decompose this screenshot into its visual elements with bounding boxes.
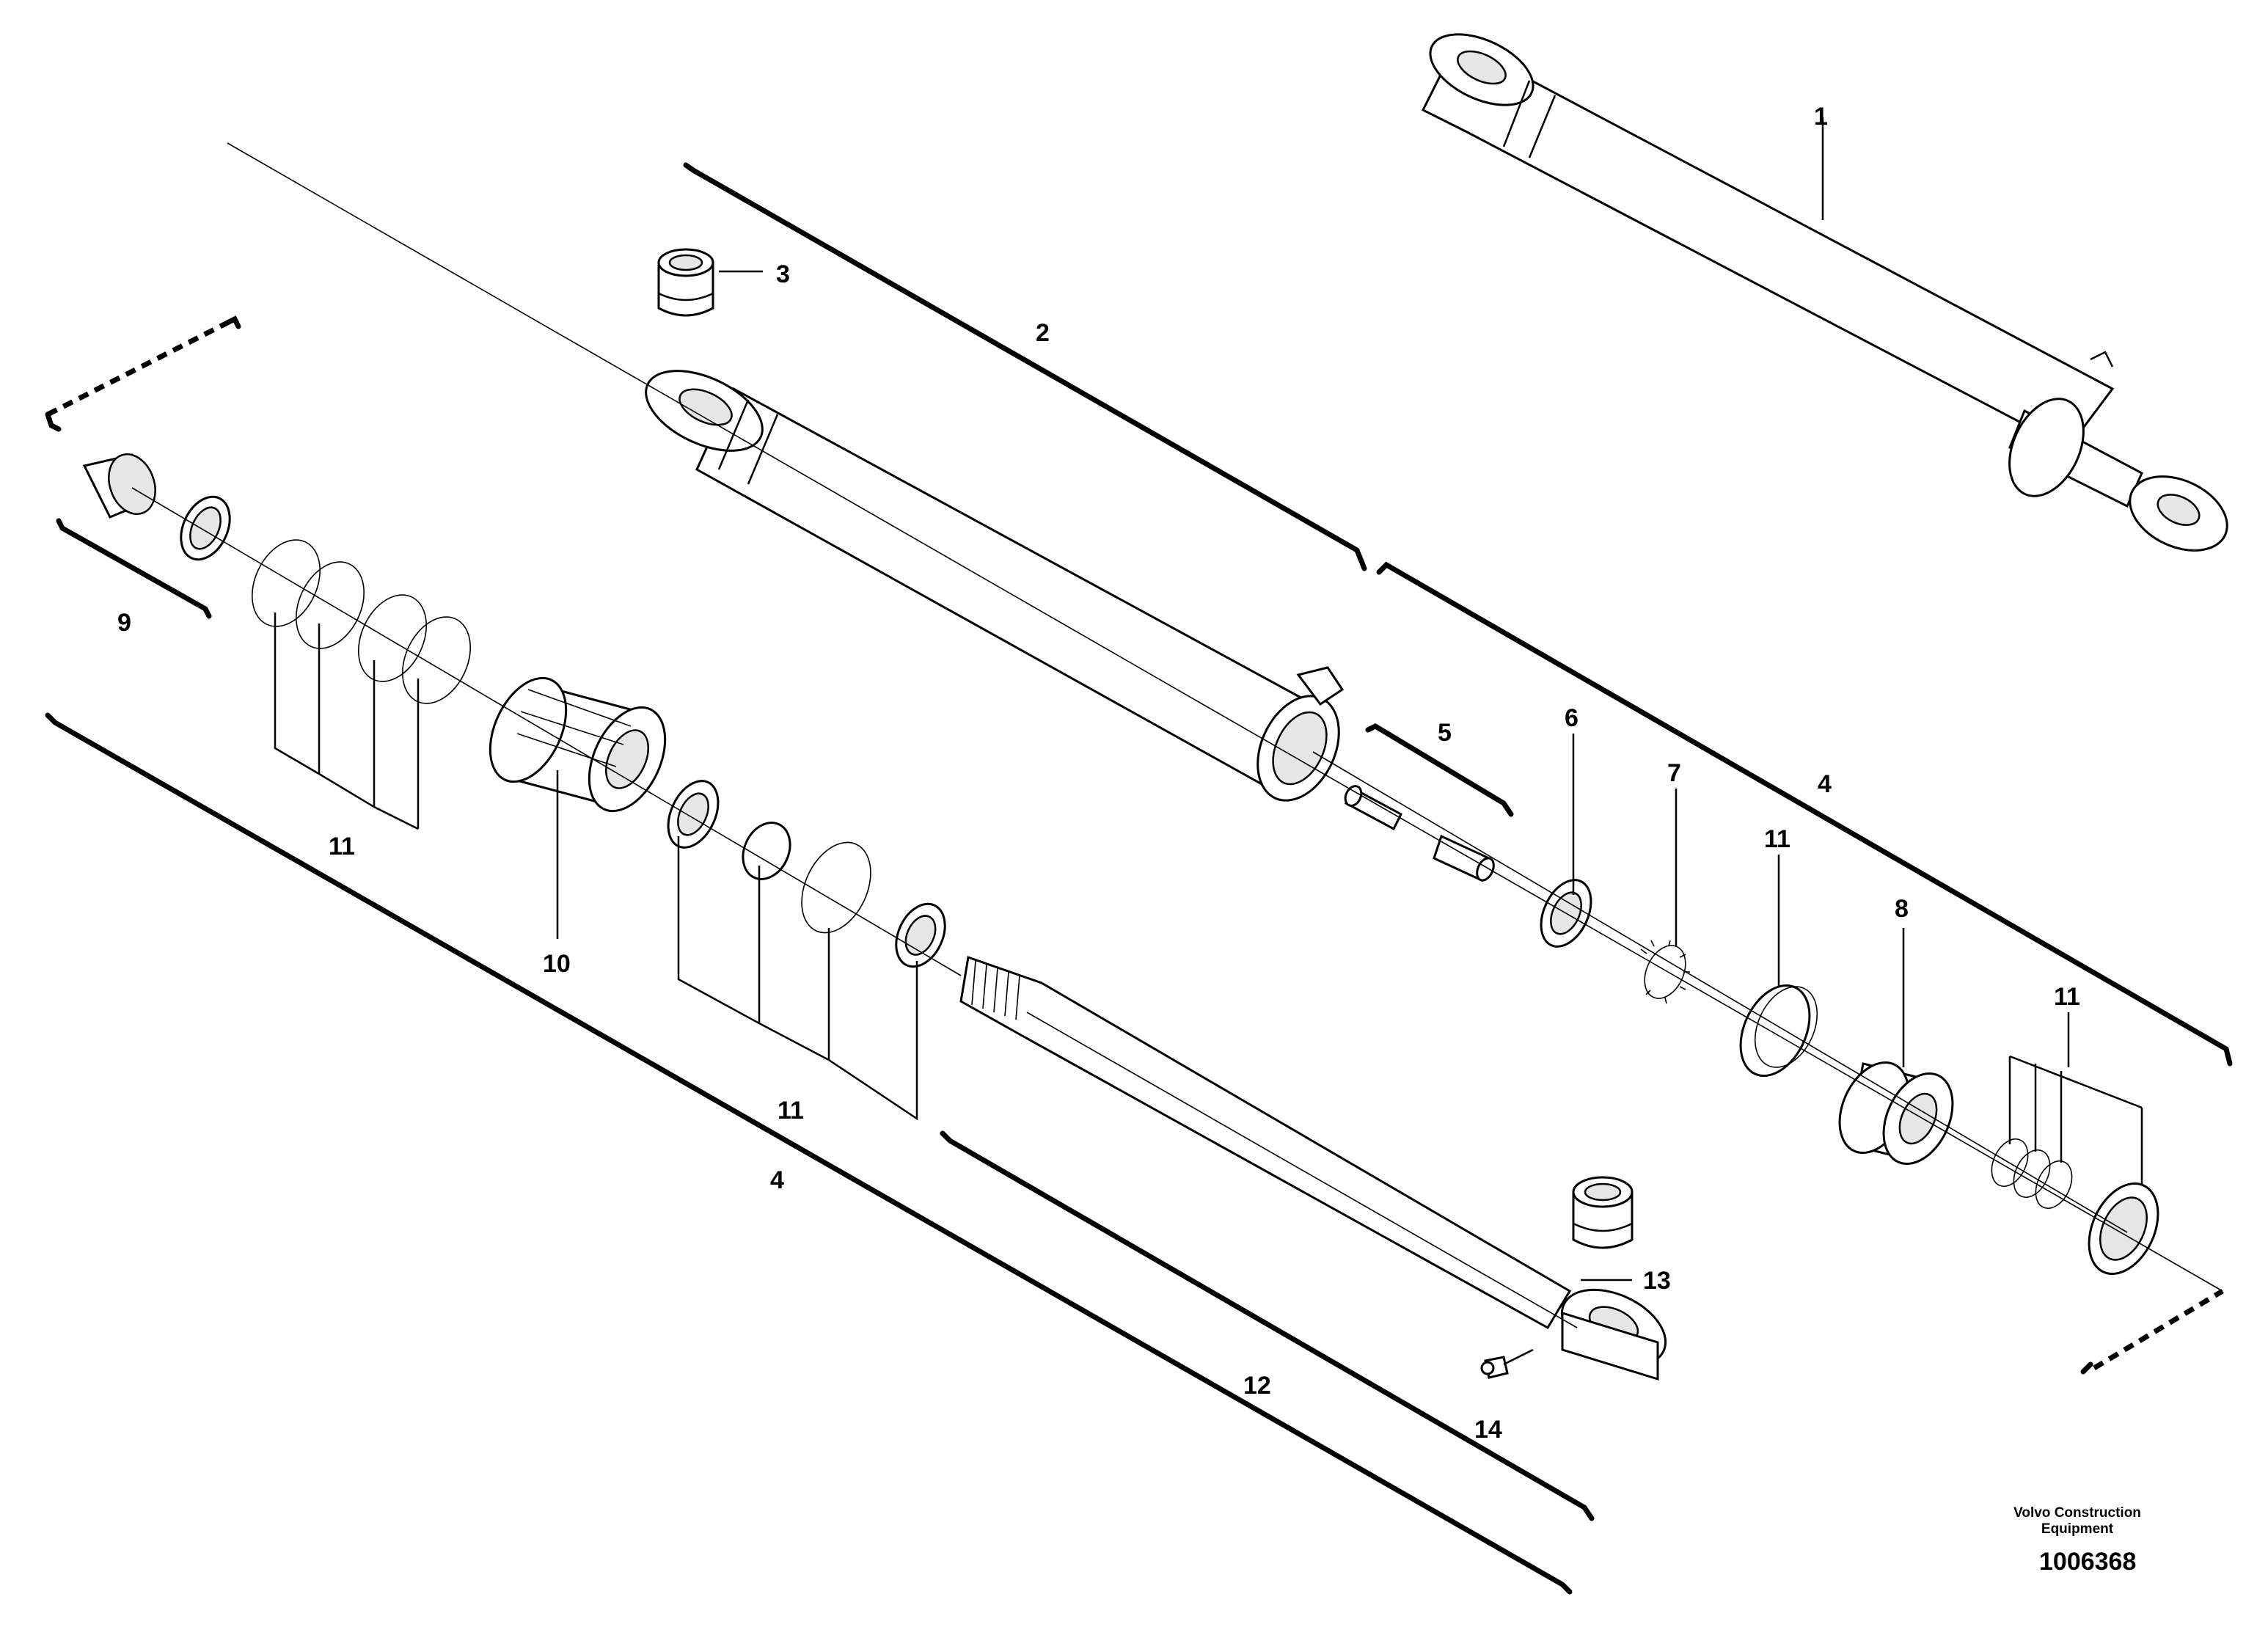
- callout-4-right: 4: [1818, 770, 1832, 798]
- callout-14: 14: [1474, 1416, 1502, 1444]
- callout-12: 12: [1243, 1372, 1271, 1400]
- callout-11-c: 11: [1764, 825, 1790, 853]
- callout-11-a: 11: [329, 833, 355, 860]
- callout-4-left: 4: [770, 1166, 784, 1194]
- callout-7: 7: [1667, 759, 1681, 787]
- seal-rings-middle: [667, 780, 946, 968]
- bushing-lower: [1572, 1176, 1634, 1249]
- group-brackets: [45, 162, 2233, 1595]
- document-number: 1006368: [2039, 1548, 2137, 1576]
- assembly-axis-lines: [131, 142, 2223, 1328]
- callout-2: 2: [1036, 319, 1050, 347]
- callout-1: 1: [1814, 103, 1828, 131]
- callout-3: 3: [776, 260, 790, 288]
- seal-and-lockwasher: [1540, 879, 1690, 1004]
- callout-labels: 1 2 3 4 4 5 6 7 8 9 10 11 11 11 11 12 13…: [117, 103, 2080, 1444]
- callout-11-d: 11: [2054, 983, 2080, 1011]
- grease-nipple: [1480, 1356, 1509, 1379]
- piston-and-seals: [1739, 984, 2159, 1276]
- callout-9: 9: [117, 609, 131, 637]
- callout-10: 10: [543, 950, 571, 978]
- credit-line-1: Volvo Construction: [2013, 1505, 2141, 1521]
- callout-8: 8: [1895, 895, 1909, 923]
- bushing-upper: [657, 248, 714, 317]
- piston-rod: [959, 955, 1667, 1381]
- left-bushing-assembly: [82, 453, 231, 561]
- callout-13: 13: [1643, 1267, 1671, 1295]
- credit-line-2: Equipment: [2041, 1521, 2114, 1537]
- leader-lines: [274, 117, 2143, 1366]
- screw-and-spacer: [1344, 785, 1495, 882]
- callout-6: 6: [1565, 704, 1579, 732]
- cylinder-gland: [489, 676, 667, 813]
- callout-11-b: 11: [778, 1097, 804, 1125]
- callout-5: 5: [1438, 719, 1452, 747]
- manufacturer-credit: Volvo Construction Equipment: [1997, 1505, 2158, 1538]
- complete-cylinder: [1421, 33, 2228, 552]
